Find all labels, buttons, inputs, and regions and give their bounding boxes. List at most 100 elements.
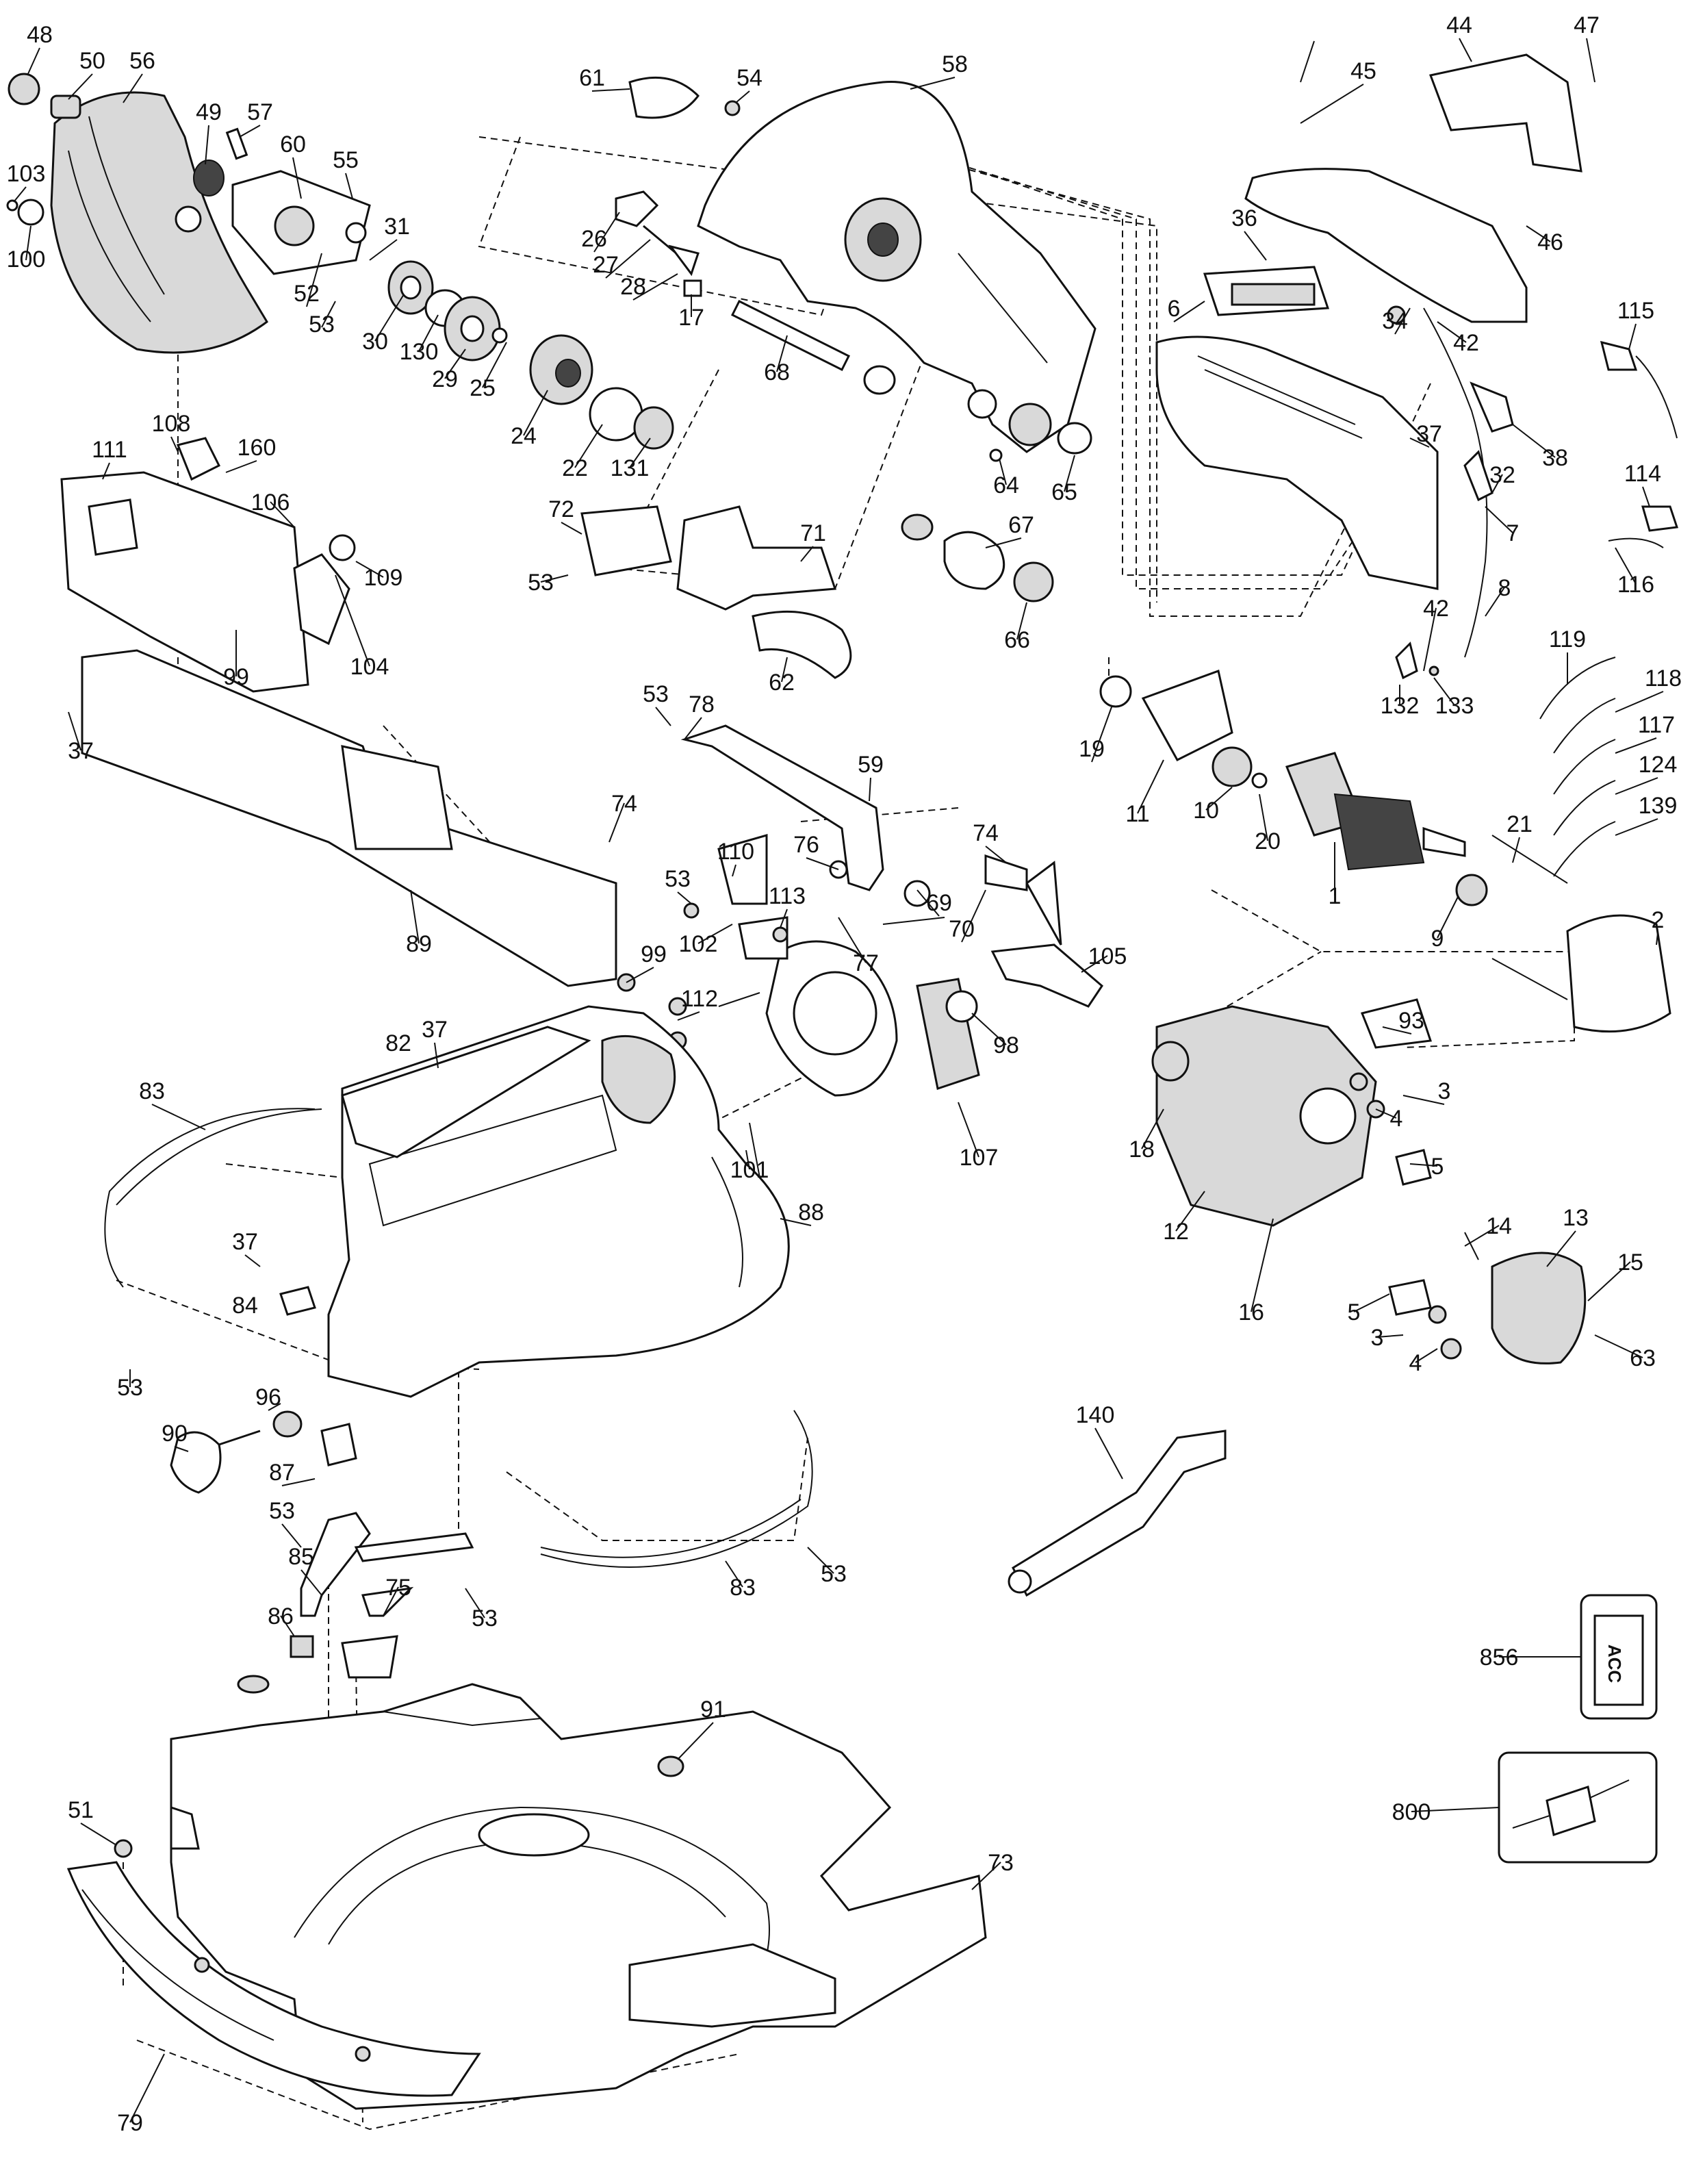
part-label: 7 xyxy=(1507,520,1520,546)
leader-line xyxy=(1016,602,1027,640)
leader-line xyxy=(1512,837,1520,863)
leader-line xyxy=(129,2053,165,2123)
part-label: 53 xyxy=(309,312,335,338)
part-label: 26 xyxy=(581,226,607,252)
box-856-text: ACC xyxy=(1604,1645,1625,1684)
leader-line xyxy=(781,657,788,683)
leader-line xyxy=(1244,231,1267,261)
part-label: 86 xyxy=(268,1603,294,1629)
leader-line xyxy=(1615,547,1637,585)
part-label: 4 xyxy=(1409,1350,1422,1376)
leader-line xyxy=(800,546,814,562)
part-label: 20 xyxy=(1255,828,1281,854)
part-label: 1 xyxy=(1329,883,1342,909)
part-label: 99 xyxy=(641,941,667,967)
part-label: 83 xyxy=(139,1078,165,1104)
part-label: 18 xyxy=(1129,1137,1155,1163)
part-label: 106 xyxy=(251,490,290,516)
leader-line xyxy=(281,1478,316,1486)
part-label: 42 xyxy=(1423,596,1449,622)
part-label: 2 xyxy=(1652,907,1665,933)
part-label: 3 xyxy=(1438,1078,1451,1104)
part-label: 67 xyxy=(1008,512,1034,538)
leader-line xyxy=(410,889,420,944)
leader-line xyxy=(1437,896,1459,939)
leader-line xyxy=(1512,424,1556,458)
leader-line xyxy=(383,1586,399,1616)
leader-line xyxy=(1141,1108,1164,1150)
part-label: 29 xyxy=(432,366,458,392)
leader-line xyxy=(1376,1334,1404,1338)
part-label: 51 xyxy=(68,1797,94,1823)
leader-line xyxy=(629,437,651,468)
part-label: 62 xyxy=(769,670,795,696)
part-label: 53 xyxy=(528,570,554,596)
dust-chute-parts xyxy=(580,505,1054,679)
leader-line xyxy=(1526,225,1551,242)
part-label: 856 xyxy=(1480,1645,1519,1671)
leader-line xyxy=(280,1615,295,1637)
leader-line xyxy=(725,1560,743,1588)
leader-line xyxy=(1251,1218,1274,1312)
leader-line xyxy=(605,239,651,279)
part-label: 45 xyxy=(1350,58,1376,84)
part-label: 42 xyxy=(1453,330,1479,356)
part-label: 119 xyxy=(1549,626,1586,652)
part-label: 60 xyxy=(280,131,306,157)
wire-parts xyxy=(1539,657,1616,877)
leader-line xyxy=(961,889,986,943)
leader-line xyxy=(1091,704,1113,763)
leader-line xyxy=(205,125,209,165)
leader-line xyxy=(1615,737,1657,754)
leader-line xyxy=(306,253,322,307)
part-label: 118 xyxy=(1645,665,1682,691)
part-label: 84 xyxy=(232,1293,258,1319)
leader-line xyxy=(1459,38,1472,62)
leader-lines xyxy=(13,38,1664,2123)
leader-line xyxy=(999,458,1007,485)
part-label: 88 xyxy=(798,1199,824,1226)
leader-line xyxy=(985,537,1022,548)
leader-line xyxy=(732,864,736,877)
leader-line xyxy=(174,1446,189,1452)
part-label: 93 xyxy=(1398,1008,1424,1034)
leader-line xyxy=(1375,1108,1397,1119)
part-label: 72 xyxy=(548,496,574,522)
part-label: 113 xyxy=(769,883,806,909)
part-label: 17 xyxy=(678,305,704,331)
leader-line xyxy=(910,77,956,90)
part-label: 111 xyxy=(92,437,127,463)
part-label: 76 xyxy=(793,832,819,858)
leader-line xyxy=(776,335,788,372)
part-label: 75 xyxy=(385,1575,411,1601)
part-label: 32 xyxy=(1489,462,1515,488)
leader-line xyxy=(780,909,788,928)
part-label: 54 xyxy=(736,65,762,91)
leader-line xyxy=(1175,1191,1205,1232)
leader-line xyxy=(971,1013,1007,1045)
part-label: 10 xyxy=(1193,798,1219,824)
part-label: 140 xyxy=(1076,1402,1115,1428)
part-label: 13 xyxy=(1563,1205,1589,1231)
part-label: 50 xyxy=(79,48,105,74)
part-label: 37 xyxy=(232,1229,258,1255)
part-label: 46 xyxy=(1537,229,1563,255)
part-label: 53 xyxy=(472,1605,498,1631)
part-label: 5 xyxy=(1431,1154,1444,1180)
bevel-small-parts xyxy=(613,834,848,1050)
part-label: 79 xyxy=(117,2110,143,2136)
part-label: 104 xyxy=(350,654,389,680)
leader-line xyxy=(68,711,81,751)
part-label: 68 xyxy=(764,359,790,385)
leader-line xyxy=(985,846,1007,863)
leader-line xyxy=(745,1150,750,1170)
part-label: 73 xyxy=(988,1850,1014,1876)
leader-line xyxy=(68,73,93,100)
leader-line xyxy=(593,212,620,253)
part-label: 38 xyxy=(1542,445,1568,471)
table-arcs xyxy=(104,1108,813,1568)
leader-line xyxy=(958,1102,979,1158)
leader-line xyxy=(1615,777,1658,795)
part-label: 85 xyxy=(288,1544,314,1570)
part-label: 9 xyxy=(1431,926,1444,952)
